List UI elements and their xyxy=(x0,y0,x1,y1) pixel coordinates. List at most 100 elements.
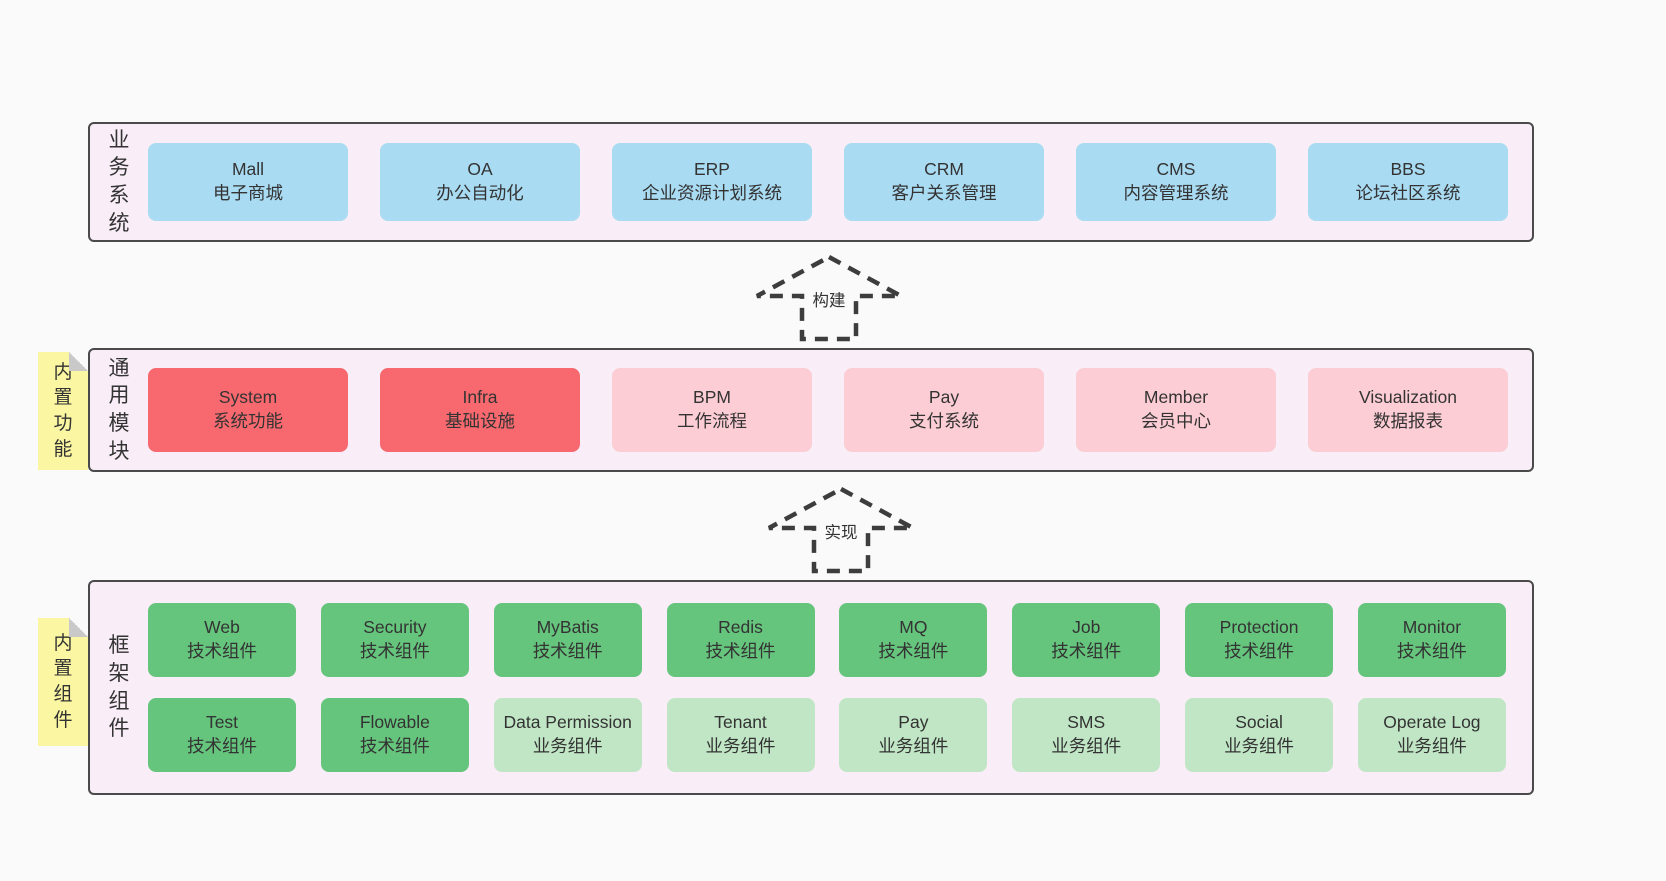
framework-component-rows: Web 技术组件 Security 技术组件 MyBatis 技术组件 Redi… xyxy=(148,582,1532,793)
box-name: Member xyxy=(1143,387,1209,408)
box-social: Social 业务组件 xyxy=(1185,698,1334,772)
box-name: Job xyxy=(1072,617,1101,638)
box-desc: 工作流程 xyxy=(677,411,747,431)
box-name: MyBatis xyxy=(536,617,599,638)
box-erp: ERP 企业资源计划系统 xyxy=(612,143,812,221)
box-mq: MQ 技术组件 xyxy=(839,603,988,677)
arrow-build-label: 构建 xyxy=(808,287,850,311)
box-protection: Protection 技术组件 xyxy=(1185,603,1334,677)
box-mybatis: MyBatis 技术组件 xyxy=(493,603,642,677)
box-security: Security 技术组件 xyxy=(320,603,469,677)
box-flowable: Flowable 技术组件 xyxy=(320,698,469,772)
box-desc: 技术组件 xyxy=(187,736,257,756)
arrow-implement: 实现 xyxy=(766,486,916,574)
box-name: Mall xyxy=(231,159,265,180)
box-name: SMS xyxy=(1067,712,1106,733)
arrow-implement-label: 实现 xyxy=(820,519,862,543)
box-crm: CRM 客户关系管理 xyxy=(844,143,1044,221)
box-web: Web 技术组件 xyxy=(148,603,296,677)
box-test: Test 技术组件 xyxy=(148,698,296,772)
box-operate-log: Operate Log 业务组件 xyxy=(1357,698,1506,772)
box-name: BPM xyxy=(693,387,731,408)
box-name: BBS xyxy=(1390,159,1426,180)
box-desc: 业务组件 xyxy=(1396,736,1467,756)
box-desc: 业务组件 xyxy=(1224,736,1295,756)
box-name: Redis xyxy=(718,617,763,638)
box-desc: 支付系统 xyxy=(909,411,979,431)
box-member: Member 会员中心 xyxy=(1076,368,1276,452)
box-desc: 内容管理系统 xyxy=(1123,183,1229,203)
box-name: OA xyxy=(467,159,493,180)
box-name: System xyxy=(218,387,278,408)
box-desc: 电子商城 xyxy=(213,183,283,203)
box-desc: 基础设施 xyxy=(445,411,515,431)
box-desc: 技术组件 xyxy=(359,641,430,661)
box-desc: 技术组件 xyxy=(705,641,776,661)
box-name: Web xyxy=(204,617,240,638)
box-desc: 技术组件 xyxy=(878,641,949,661)
box-name: Data Permission xyxy=(503,712,632,733)
box-name: Operate Log xyxy=(1383,712,1481,733)
box-name: Infra xyxy=(462,387,498,408)
box-name: Pay xyxy=(928,387,960,408)
sticky-tab-built-in-functions: 内 置 功 能 xyxy=(38,352,88,470)
box-infra: Infra 基础设施 xyxy=(380,368,580,452)
box-redis: Redis 技术组件 xyxy=(666,603,815,677)
business-boxes: Mall 电子商城 OA 办公自动化 ERP 企业资源计划系统 CRM 客户关系… xyxy=(148,124,1532,240)
box-name: MQ xyxy=(899,617,928,638)
up-arrow-dashed-icon xyxy=(755,254,903,342)
panel-label-framework-components: 框 架 组 件 xyxy=(108,634,130,741)
framework-row-2: Test 技术组件 Flowable 技术组件 Data Permission … xyxy=(148,698,1506,772)
common-module-boxes: System 系统功能 Infra 基础设施 BPM 工作流程 Pay 支付系统… xyxy=(148,350,1532,470)
box-name: ERP xyxy=(694,159,730,180)
panel-framework-components: 框 架 组 件 Web 技术组件 Security 技术组件 MyBatis 技… xyxy=(88,580,1534,795)
box-desc: 系统功能 xyxy=(213,411,283,431)
box-desc: 企业资源计划系统 xyxy=(642,183,782,203)
box-desc: 技术组件 xyxy=(1224,641,1295,661)
box-monitor: Monitor 技术组件 xyxy=(1357,603,1506,677)
box-desc: 办公自动化 xyxy=(436,183,524,203)
up-arrow-dashed-icon xyxy=(767,486,915,574)
box-name: Pay xyxy=(898,712,929,733)
box-cms: CMS 内容管理系统 xyxy=(1076,143,1276,221)
box-desc: 业务组件 xyxy=(1051,736,1122,756)
box-desc: 客户关系管理 xyxy=(891,183,997,203)
box-desc: 技术组件 xyxy=(359,736,430,756)
box-name: Security xyxy=(363,617,427,638)
box-name: Visualization xyxy=(1359,387,1457,408)
box-desc: 论坛社区系统 xyxy=(1355,183,1461,203)
box-desc: 业务组件 xyxy=(878,736,949,756)
box-name: CMS xyxy=(1156,159,1196,180)
box-job: Job 技术组件 xyxy=(1012,603,1161,677)
box-bbs: BBS 论坛社区系统 xyxy=(1308,143,1508,221)
panel-label-common-modules: 通 用 模 块 xyxy=(108,356,130,463)
box-pay-component: Pay 业务组件 xyxy=(839,698,988,772)
box-desc: 数据报表 xyxy=(1373,411,1443,431)
box-system: System 系统功能 xyxy=(148,368,348,452)
box-name: Tenant xyxy=(714,712,767,733)
box-name: Flowable xyxy=(359,712,430,733)
panel-label-business-systems: 业 务 系 统 xyxy=(108,128,130,235)
box-desc: 技术组件 xyxy=(1396,641,1467,661)
box-tenant: Tenant 业务组件 xyxy=(666,698,815,772)
sticky-tab-built-in-components: 内 置 组 件 xyxy=(38,618,88,746)
box-desc: 技术组件 xyxy=(1051,641,1122,661)
framework-row-1: Web 技术组件 Security 技术组件 MyBatis 技术组件 Redi… xyxy=(148,603,1506,677)
box-name: Protection xyxy=(1219,617,1299,638)
box-name: Test xyxy=(205,712,239,733)
box-desc: 技术组件 xyxy=(532,641,603,661)
box-name: Monitor xyxy=(1402,617,1462,638)
box-desc: 业务组件 xyxy=(532,736,603,756)
box-pay-module: Pay 支付系统 xyxy=(844,368,1044,452)
panel-business-systems: 业 务 系 统 Mall 电子商城 OA 办公自动化 ERP 企业资源计划系统 … xyxy=(88,122,1534,242)
box-desc: 技术组件 xyxy=(187,641,257,661)
box-mall: Mall 电子商城 xyxy=(148,143,348,221)
box-oa: OA 办公自动化 xyxy=(380,143,580,221)
box-data-permission: Data Permission 业务组件 xyxy=(493,698,642,772)
box-visualization: Visualization 数据报表 xyxy=(1308,368,1508,452)
arrow-build: 构建 xyxy=(754,254,904,342)
box-name: Social xyxy=(1235,712,1283,733)
box-desc: 业务组件 xyxy=(705,736,776,756)
box-name: CRM xyxy=(924,159,964,180)
